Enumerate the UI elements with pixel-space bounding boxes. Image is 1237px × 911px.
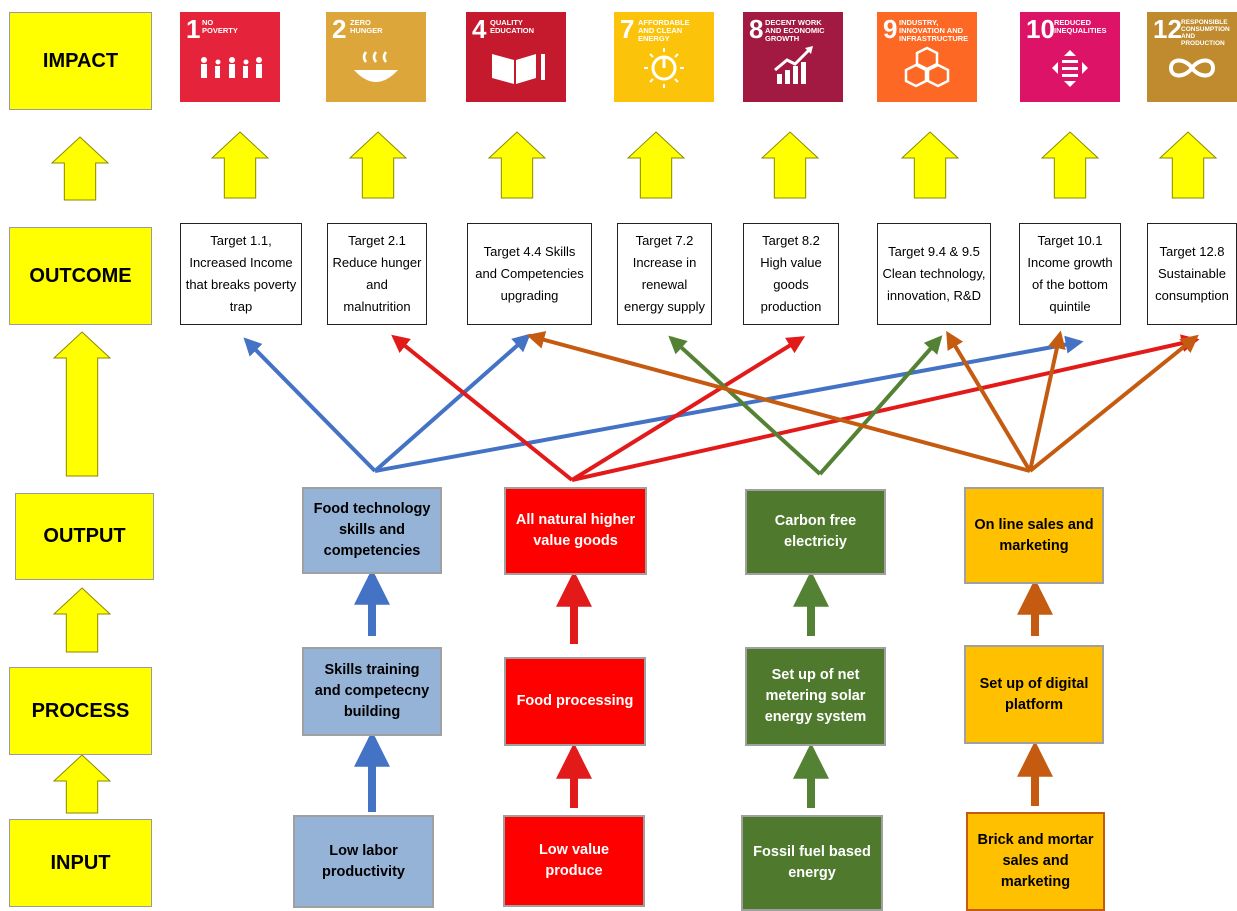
link-arrow-9 <box>526 331 1031 473</box>
sdg-number: 7 <box>620 14 635 44</box>
target-1-1: Target 1.1, Increased Income that breaks… <box>180 223 302 325</box>
sdg-tile-8: 8 DECENT WORK AND ECONOMIC GROWTH <box>743 12 843 102</box>
target-7-2: Target 7.2 Increase in renewal energy su… <box>617 223 712 325</box>
output-natural-goods: All natural higher value goods <box>504 487 647 575</box>
input-brick-and-mortar: Brick and mortar sales and marketing <box>966 812 1105 911</box>
target-12-8: Target 12.8 Sustainable consumption <box>1147 223 1237 325</box>
up-arrow-target-to-sdg-4 <box>626 131 686 199</box>
infinity-icon <box>1147 12 1237 102</box>
target-2-1: Target 2.1 Reduce hunger and malnutritio… <box>327 223 427 325</box>
output-online-sales: On line sales and marketing <box>964 487 1104 584</box>
sdg-number: 2 <box>332 14 347 44</box>
up-arrow-target-to-sdg-1 <box>210 131 270 199</box>
link-arrow-6 <box>571 334 1200 482</box>
up-arrow-target-to-sdg-5 <box>760 131 820 199</box>
link-arrow-3 <box>374 335 1084 473</box>
sdg-title: AFFORDABLE AND CLEAN ENERGY <box>638 18 690 43</box>
level-output: OUTPUT <box>15 493 154 580</box>
level-impact: IMPACT <box>9 12 152 110</box>
up-arrow-target-to-sdg-2 <box>348 131 408 199</box>
equality-icon <box>1020 12 1120 102</box>
sdg-number: 9 <box>883 14 898 44</box>
target-4-4: Target 4.4 Skills and Competencies upgra… <box>467 223 592 325</box>
people-family-icon <box>180 12 280 102</box>
sdg-tile-12: 12 RESPONSIBLE CONSUMPTION AND PRODUCTIO… <box>1147 12 1237 102</box>
up-arrow-target-to-sdg-8 <box>1158 131 1218 199</box>
sdg-tile-10: 10 REDUCED INEQUALITIES <box>1020 12 1120 102</box>
up-arrow-output-to-outcome <box>52 331 112 477</box>
cubes-icon <box>877 12 977 102</box>
level-input: INPUT <box>9 819 152 907</box>
link-arrow-2 <box>373 333 531 473</box>
sdg-title: REDUCED INEQUALITIES <box>1054 18 1107 35</box>
target-9-4-9-5: Target 9.4 & 9.5 Clean technology, innov… <box>877 223 991 325</box>
link-arrow-12 <box>1028 334 1199 473</box>
sdg-title: NO POVERTY <box>202 18 238 35</box>
sdg-tile-2: 2 ZERO HUNGER <box>326 12 426 102</box>
up-arrow-target-to-sdg-3 <box>487 131 547 199</box>
sdg-tile-4: 4 QUALITY EDUCATION <box>466 12 566 102</box>
sdg-tile-9: 9 INDUSTRY, INNOVATION AND INFRASTRUCTUR… <box>877 12 977 102</box>
output-food-technology: Food technology skills and competencies <box>302 487 442 574</box>
link-arrow-1 <box>243 337 377 473</box>
process-digital-platform: Set up of digital platform <box>964 645 1104 744</box>
sdg-title: RESPONSIBLE CONSUMPTION AND PRODUCTION <box>1181 19 1230 47</box>
up-arrow-outcome-to-impact <box>50 136 110 201</box>
level-outcome: OUTCOME <box>9 227 152 325</box>
target-8-2: Target 8.2 High value goods production <box>743 223 839 325</box>
link-arrow-4 <box>391 334 574 482</box>
up-arrow-input-to-process <box>52 754 112 814</box>
input-low-labor-productivity: Low labor productivity <box>293 815 434 908</box>
input-low-value-produce: Low value produce <box>503 815 645 907</box>
food-bowl-icon <box>326 12 426 102</box>
link-arrow-8 <box>818 335 943 476</box>
sdg-number: 4 <box>472 14 487 44</box>
link-arrow-7 <box>668 335 822 476</box>
up-arrow-target-to-sdg-7 <box>1040 131 1100 199</box>
sdg-tile-1: 1 NO POVERTY <box>180 12 280 102</box>
link-arrow-5 <box>570 336 806 482</box>
level-process: PROCESS <box>9 667 152 755</box>
sdg-number: 8 <box>749 14 764 44</box>
input-fossil-fuel-energy: Fossil fuel based energy <box>741 815 883 911</box>
up-arrow-target-to-sdg-6 <box>900 131 960 199</box>
sdg-number: 1 <box>186 14 201 44</box>
sun-power-icon <box>614 12 714 102</box>
sdg-title: QUALITY EDUCATION <box>490 18 535 35</box>
sdg-tile-7: 7 AFFORDABLE AND CLEAN ENERGY <box>614 12 714 102</box>
link-arrow-11 <box>1028 330 1066 472</box>
sdg-number: 12 <box>1153 14 1182 44</box>
sdg-title: DECENT WORK AND ECONOMIC GROWTH <box>765 18 825 43</box>
process-solar-metering: Set up of net metering solar energy syst… <box>745 647 886 746</box>
sdg-title: ZERO HUNGER <box>350 18 383 35</box>
link-arrow-10 <box>946 330 1032 473</box>
target-10-1: Target 10.1 Income growth of the bottom … <box>1019 223 1121 325</box>
process-food-processing: Food processing <box>504 657 646 746</box>
sdg-number: 10 <box>1026 14 1055 44</box>
output-carbon-free-electricity: Carbon free electriciy <box>745 489 886 575</box>
sdg-title: INDUSTRY, INNOVATION AND INFRASTRUCTURE <box>899 18 969 43</box>
growth-chart-icon <box>743 12 843 102</box>
up-arrow-process-to-output <box>52 587 112 653</box>
book-pencil-icon <box>466 12 566 102</box>
process-skills-training: Skills training and competecny building <box>302 647 442 736</box>
